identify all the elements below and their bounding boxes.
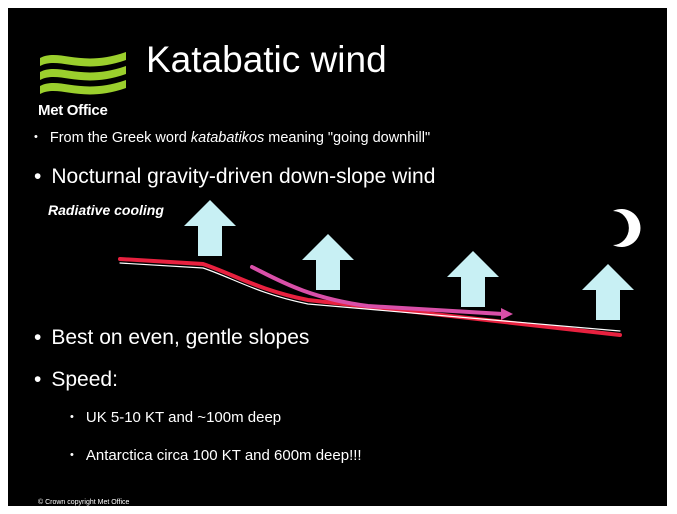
bullet-speed-text: Speed: (51, 368, 118, 391)
sub-bullet-antarctica: • Antarctica circa 100 KT and 600m deep!!… (70, 447, 362, 464)
greek-word: katabatikos (190, 130, 265, 146)
radiative-cooling-label: Radiative cooling (48, 202, 164, 218)
sub-bullet-uk-text: UK 5-10 KT and ~100m deep (85, 409, 282, 426)
bullet-nocturnal: • Nocturnal gravity-driven down-slope win… (34, 165, 435, 189)
up-arrow-icon (582, 264, 634, 320)
downslope-flow-arrow (250, 265, 505, 316)
moon-icon (613, 208, 641, 248)
bullet-dot: • (34, 131, 38, 143)
met-office-logo-icon (40, 52, 126, 95)
bullet-nocturnal-text: Nocturnal gravity-driven down-slope wind (51, 165, 436, 188)
greek-prefix: From the Greek word (49, 130, 191, 146)
copyright-footer: © Crown copyright Met Office (38, 499, 130, 506)
bullet-greek-origin: • From the Greek word katabatikos meaning… (34, 130, 430, 146)
bullet-dot: • (70, 449, 74, 461)
slide: Met Office Katabatic wind • From the Gree… (8, 8, 667, 506)
slope-line-white (119, 262, 621, 332)
bullet-dot: • (70, 411, 74, 423)
greek-suffix: meaning "going downhill" (264, 130, 431, 146)
downslope-flow-arrowhead (501, 308, 513, 320)
up-arrow-icon (184, 200, 236, 256)
sub-bullet-antarctica-text: Antarctica circa 100 KT and 600m deep!!! (85, 447, 362, 464)
up-arrow-icon (302, 234, 354, 290)
slope-line-red (118, 257, 622, 337)
bullet-dot: • (34, 368, 42, 391)
katabatic-diagram (118, 200, 641, 337)
bullet-best-slopes: • Best on even, gentle slopes (34, 326, 309, 350)
slide-title: Katabatic wind (146, 39, 387, 80)
bullet-dot: • (34, 165, 42, 188)
bullet-speed: • Speed: (34, 368, 118, 392)
bullet-dot: • (34, 326, 42, 349)
up-arrow-icon (447, 251, 499, 307)
brand-name: Met Office (38, 102, 108, 119)
bullet-best-text: Best on even, gentle slopes (51, 326, 310, 349)
sub-bullet-uk: • UK 5-10 KT and ~100m deep (70, 409, 281, 426)
